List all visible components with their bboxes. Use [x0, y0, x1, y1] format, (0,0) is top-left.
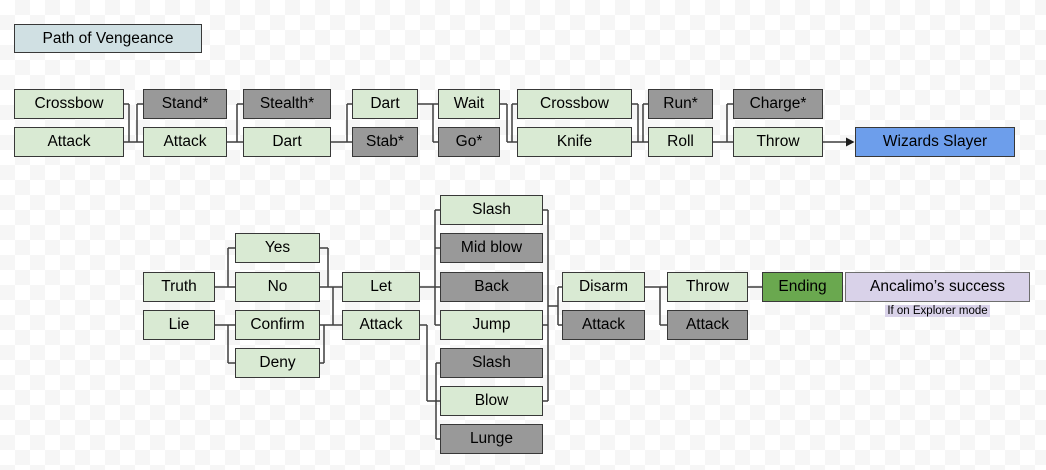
node-slash-1[interactable]: Slash	[440, 195, 543, 225]
node-no[interactable]: No	[235, 272, 320, 302]
node-attack-3[interactable]: Attack	[342, 310, 420, 340]
node-go[interactable]: Go*	[438, 127, 500, 157]
node-knife[interactable]: Knife	[517, 127, 632, 157]
node-mid-blow[interactable]: Mid blow	[440, 233, 543, 263]
node-slash-2[interactable]: Slash	[440, 348, 543, 378]
node-run[interactable]: Run*	[648, 89, 713, 119]
node-attack-5[interactable]: Attack	[667, 310, 748, 340]
node-confirm[interactable]: Confirm	[235, 310, 320, 340]
connector-let-to-move-group-top	[420, 209, 440, 326]
explorer-mode-caption-text: If on Explorer mode	[885, 305, 990, 317]
node-crossbow-1[interactable]: Crossbow	[14, 89, 124, 119]
node-stab[interactable]: Stab*	[352, 127, 418, 157]
node-jump[interactable]: Jump	[440, 310, 543, 340]
node-stealth[interactable]: Stealth*	[243, 89, 331, 119]
connector-crossbow-knife-to-run-pair	[632, 103, 648, 143]
node-blow[interactable]: Blow	[440, 386, 543, 416]
node-wizards-slayer[interactable]: Wizards Slayer	[855, 127, 1015, 157]
connector-dart-to-dart-pair	[331, 103, 352, 143]
node-truth[interactable]: Truth	[143, 272, 215, 302]
connector-disarm-to-throw-pair	[645, 286, 667, 326]
node-lie[interactable]: Lie	[143, 310, 215, 340]
connector-attack-to-stealth-pair	[227, 103, 243, 143]
node-disarm[interactable]: Disarm	[562, 272, 645, 302]
connector-dart-to-wait-pair	[418, 103, 438, 143]
node-charge[interactable]: Charge*	[733, 89, 823, 119]
node-success[interactable]: Ancalimo’s success	[845, 272, 1030, 302]
node-back[interactable]: Back	[440, 272, 543, 302]
connector-truth-to-yes-no	[215, 247, 235, 288]
node-attack-4[interactable]: Attack	[562, 310, 645, 340]
node-roll[interactable]: Roll	[648, 127, 713, 157]
node-dart-2[interactable]: Dart	[352, 89, 418, 119]
connector-lie-to-confirm-deny	[215, 324, 235, 364]
node-throw-1[interactable]: Throw	[733, 127, 823, 157]
node-throw-2[interactable]: Throw	[667, 272, 748, 302]
connector-moves-to-disarm-pair	[543, 209, 562, 402]
connector-wait-to-crossbow-pair	[500, 103, 517, 143]
connector-crossbow-pair-to-stand-pair	[124, 103, 143, 143]
connector-answers-to-let-attack	[320, 247, 342, 364]
connector-roll-to-charge-pair	[713, 103, 733, 143]
node-wait[interactable]: Wait	[438, 89, 500, 119]
diagram-title[interactable]: Path of Vengeance	[14, 24, 202, 53]
node-lunge[interactable]: Lunge	[440, 424, 543, 454]
explorer-mode-caption: If on Explorer mode	[845, 305, 1030, 317]
node-attack-1[interactable]: Attack	[14, 127, 124, 157]
node-deny[interactable]: Deny	[235, 348, 320, 378]
node-dart-1[interactable]: Dart	[243, 127, 331, 157]
node-crossbow-2[interactable]: Crossbow	[517, 89, 632, 119]
node-yes[interactable]: Yes	[235, 233, 320, 263]
node-let[interactable]: Let	[342, 272, 420, 302]
connector-attack-to-move-group-bottom	[420, 324, 440, 440]
node-ending[interactable]: Ending	[762, 272, 843, 302]
arrowhead-throw-to-wizards-slayer	[846, 137, 855, 147]
node-stand[interactable]: Stand*	[143, 89, 227, 119]
node-attack-2[interactable]: Attack	[143, 127, 227, 157]
